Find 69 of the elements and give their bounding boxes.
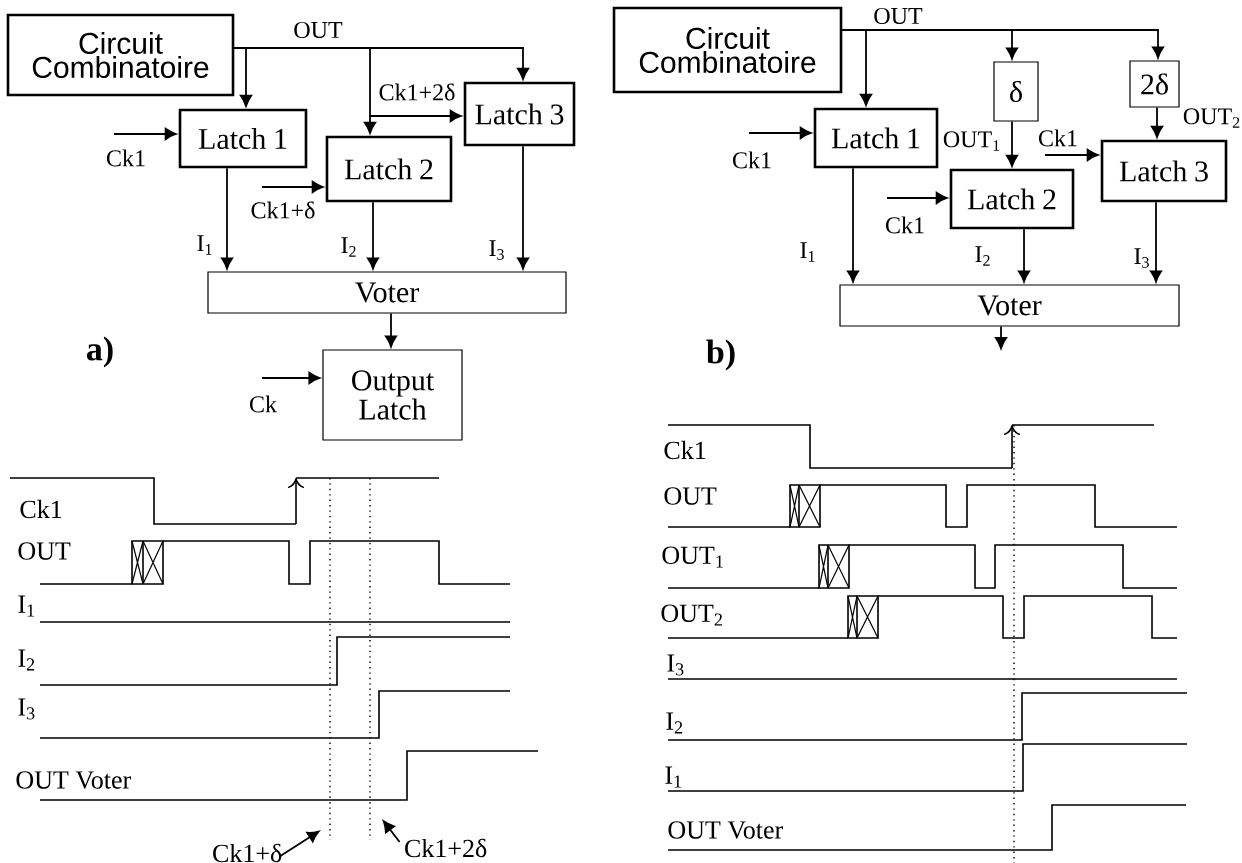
arrow [369,109,462,123]
delay-box: 2δ [1129,60,1180,108]
arrow [846,167,860,283]
leader-line [279,830,320,857]
leader-line [382,820,401,843]
edge-label: Ck1 [105,148,147,168]
signal-label: I$_{2}$ [18,649,35,671]
edge-label: Ck1 [884,215,926,235]
arrow [261,180,324,194]
arrow [233,47,530,80]
arrow [886,191,948,205]
arrow [261,371,321,385]
signal-label: OUT$_{1}$ [662,546,723,568]
logic-block: Circuit Combinatoire [6,13,235,97]
time-label: Ck1+2δ [405,838,487,858]
panel-label: b) [706,339,735,371]
edge-label: I$_{1}$ [195,234,215,256]
voter-box: Voter [207,271,567,314]
signal-label: OUT [18,542,71,560]
edge-label: I$_{2}$ [973,245,993,267]
arrow [220,167,234,270]
delay-box: δ [993,61,1039,122]
latch-box: Latch 1 [813,107,939,169]
latch-box: Latch 3 [1100,139,1228,203]
edge-label: Ck1 [1037,128,1079,148]
voter-box: Voter [839,284,1180,327]
signal-label: Ck1 [664,440,706,460]
latch-box: Latch 2 [949,168,1075,230]
signal-label: I$_{3}$ [667,654,684,676]
arrow [384,312,398,348]
signal-label: OUT [664,487,717,505]
edge-label: Ck1 [731,150,773,170]
latch-box: Latch 3 [463,81,576,147]
arrow [366,201,380,270]
arrow [113,127,177,141]
signal-label: OUT$_{2}$ [661,604,722,626]
arrow [748,126,812,140]
arrow [1005,120,1019,167]
arrow [1017,228,1031,283]
arrow [516,145,530,270]
latch-box: Latch 1 [178,108,308,169]
edge-label: I$_{3}$ [487,239,507,261]
latch-box: Latch 2 [325,135,453,203]
edge-label: OUT$_{1}$ [941,130,1003,152]
arrow [841,29,1165,59]
signal-label: OUT Voter [16,771,131,789]
signal-label: I$_{2}$ [666,712,683,734]
signal-label: Ck1 [20,499,62,519]
signal-label: I$_{3}$ [18,698,35,720]
edge-label: Ck [248,394,278,414]
edge-label: Ck1+2δ [377,82,457,102]
signal-label: I$_{1}$ [665,766,682,788]
arrow [1150,106,1164,138]
edge-label: OUT [872,6,924,26]
logic-block: Circuit Combinatoire [612,6,843,94]
edge-label: I$_{3}$ [1132,247,1152,269]
edge-label: Ck1+δ [249,200,317,220]
time-label: Ck1+δ [213,843,282,863]
edge-label: OUT$_{2}$ [1181,107,1242,129]
output-latch-box: Output Latch [322,349,463,441]
edge-label: OUT [292,20,344,40]
panel-label: a) [86,336,113,368]
edge-label: I$_{2}$ [339,236,359,258]
arrow [1149,201,1163,283]
edge-label: I$_{1}$ [798,241,818,263]
arrow [1044,148,1099,162]
signal-label: OUT Voter [668,821,783,839]
signal-label: I$_{1}$ [18,595,35,617]
arrow [994,325,1008,350]
